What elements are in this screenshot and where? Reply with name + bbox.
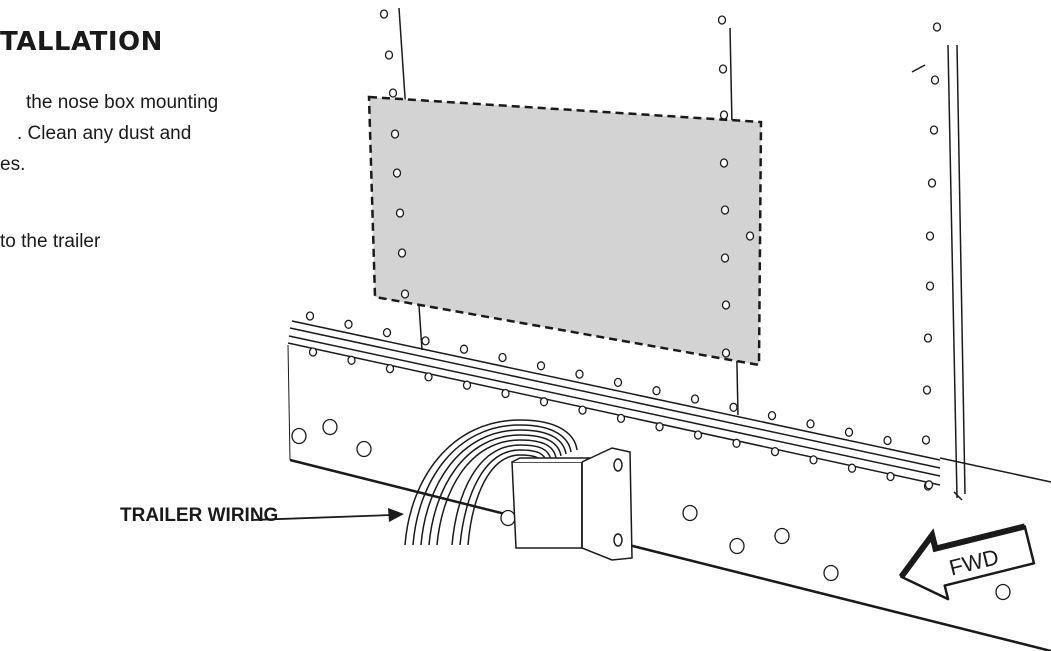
- rivet-small: [927, 178, 937, 188]
- step-2-line-1: to the trailer: [0, 231, 101, 252]
- rivet-small: [923, 333, 933, 343]
- rivet-small: [395, 208, 405, 218]
- rivet-small: [616, 413, 626, 424]
- rivet-small: [344, 319, 353, 329]
- mounting-hole: [356, 440, 372, 458]
- rivet-small: [578, 405, 587, 415]
- rivet-small: [392, 168, 402, 178]
- horizontal-rails: [287, 320, 1051, 486]
- rivet-small: [718, 64, 728, 74]
- rivet-small: [719, 158, 729, 168]
- rivet-small: [693, 430, 703, 440]
- rivet-small: [929, 125, 939, 135]
- rivet-small: [729, 402, 738, 412]
- rivet-small: [384, 50, 394, 60]
- instruction-step-2: to the trailer: [0, 226, 100, 257]
- trailer-wiring-label: TRAILER WIRING: [120, 505, 279, 526]
- rivet-small: [719, 110, 729, 120]
- rivet-small: [498, 352, 507, 363]
- step-1-line-2: . Clean any dust and: [17, 123, 192, 144]
- rivet-small: [720, 205, 730, 215]
- rivet-small: [770, 446, 780, 457]
- rivet-small: [347, 355, 356, 365]
- mounting-hole: [823, 564, 839, 582]
- rivet-small: [652, 386, 661, 396]
- mounting-hole: [774, 527, 790, 545]
- rivet-small: [925, 231, 935, 241]
- rivet-small: [844, 427, 854, 437]
- rivet-small: [400, 289, 410, 299]
- rivet-small: [721, 348, 731, 358]
- rivet-small: [421, 336, 430, 346]
- rivet-small: [886, 471, 895, 482]
- callout-arrow-icon: [251, 508, 404, 522]
- rivet-small: [397, 248, 407, 258]
- rivet-small: [924, 480, 934, 490]
- rivet-small: [922, 385, 932, 395]
- rivet-small: [424, 372, 433, 382]
- rivet-small: [382, 327, 392, 338]
- rivet-small: [930, 75, 940, 85]
- trailer-wiring-bundle: [404, 419, 578, 546]
- rivet-small: [717, 15, 727, 25]
- mounting-hole: [729, 537, 745, 555]
- rivet-small: [305, 311, 315, 321]
- rivet-small: [806, 419, 815, 429]
- rivet-small: [388, 88, 398, 98]
- rivet-small: [921, 435, 931, 445]
- instruction-step-1: the nose box mounting . Clean any dust a…: [0, 87, 218, 180]
- mounting-area-shading: [367, 95, 763, 367]
- fwd-arrow-icon: FWD: [898, 523, 1036, 601]
- rivet-small: [925, 281, 935, 291]
- section-title: TALLATION: [0, 27, 163, 57]
- rivet-small: [721, 300, 731, 310]
- bottom-panel: [287, 344, 1051, 651]
- rivet-small: [501, 388, 510, 399]
- wiring-clamp: [511, 447, 633, 561]
- rivet-small: [767, 410, 777, 421]
- mounting-hole: [291, 427, 307, 445]
- rivet-small: [720, 253, 730, 263]
- rivet-small: [613, 377, 623, 388]
- rivet-small: [575, 369, 584, 379]
- step-1-line-1: the nose box mounting: [26, 92, 219, 113]
- rivet-small: [732, 438, 741, 448]
- rivet-small: [385, 363, 395, 374]
- mounting-hole: [500, 509, 516, 527]
- rivet-small: [745, 231, 755, 241]
- rivet-small: [539, 397, 549, 407]
- rivet-small: [847, 463, 857, 473]
- rivet-small: [390, 129, 400, 139]
- rivet-small: [459, 344, 469, 354]
- rivet-small: [655, 422, 664, 432]
- rivet-small: [932, 22, 942, 32]
- mounting-hole: [322, 418, 338, 436]
- rivet-small: [536, 361, 546, 371]
- rivet-small: [462, 380, 472, 390]
- rivet-small: [883, 435, 892, 446]
- step-1-line-3: es.: [0, 154, 26, 175]
- rivet-small: [379, 9, 389, 19]
- mounting-hole: [682, 504, 698, 522]
- mounting-hole: [995, 583, 1011, 601]
- rivet-small: [690, 394, 700, 404]
- rivet-small: [308, 347, 318, 357]
- rivet-small: [809, 455, 818, 465]
